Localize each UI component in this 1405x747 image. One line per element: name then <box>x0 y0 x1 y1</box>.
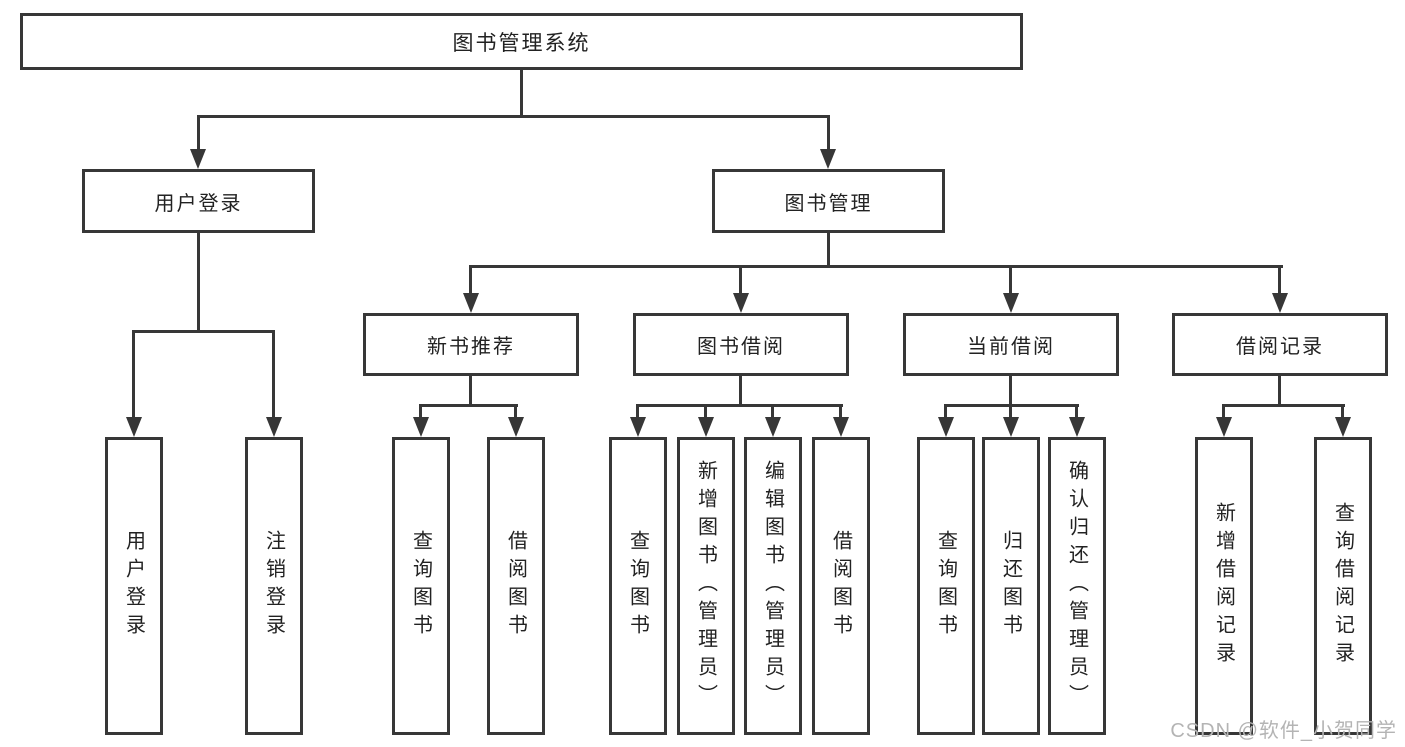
edge-line <box>197 115 830 118</box>
edge-line <box>704 404 707 420</box>
edge-line <box>1222 404 1225 420</box>
edge-line <box>1075 404 1078 420</box>
arrowhead-down-icon <box>1272 293 1288 313</box>
edge-line <box>827 115 830 151</box>
node-book-borrow: 图书借阅 <box>633 313 849 376</box>
edge-line <box>1009 404 1012 420</box>
edge-line <box>827 233 830 268</box>
edge-line <box>469 265 1283 268</box>
leaf-query-borrow-record: 查询借阅记录 <box>1314 437 1372 735</box>
edge-line <box>469 376 472 406</box>
node-current-borrow: 当前借阅 <box>903 313 1119 376</box>
leaf-borrow-books-recommend: 借阅图书 <box>487 437 545 735</box>
node-borrow-records: 借阅记录 <box>1172 313 1388 376</box>
arrowhead-down-icon <box>765 417 781 437</box>
edge-line <box>514 404 517 420</box>
node-label: 新增图书（管理员） <box>694 460 717 712</box>
arrowhead-down-icon <box>698 417 714 437</box>
node-label: 归还图书 <box>999 530 1022 642</box>
arrowhead-down-icon <box>413 417 429 437</box>
leaf-edit-books-admin: 编辑图书（管理员） <box>744 437 802 735</box>
node-new-book-recommend: 新书推荐 <box>363 313 579 376</box>
node-label: 借阅图书 <box>829 530 852 642</box>
edge-line <box>132 330 275 333</box>
edge-line <box>419 404 422 420</box>
edge-line <box>1341 404 1344 420</box>
leaf-user-login: 用户登录 <box>105 437 163 735</box>
edge-line <box>197 233 200 333</box>
leaf-add-borrow-record: 新增借阅记录 <box>1195 437 1253 735</box>
edge-line <box>1278 265 1281 296</box>
edge-line <box>944 404 947 420</box>
leaf-query-books-recommend: 查询图书 <box>392 437 450 735</box>
node-label: 图书管理 <box>784 192 873 215</box>
edge-line <box>272 330 275 420</box>
leaf-add-books-admin: 新增图书（管理员） <box>677 437 735 735</box>
node-label: 借阅记录 <box>1236 336 1324 358</box>
arrowhead-down-icon <box>630 417 646 437</box>
edge-line <box>739 376 742 406</box>
edge-line <box>839 404 842 420</box>
edge-line <box>771 404 774 420</box>
node-label: 图书管理系统 <box>452 31 591 55</box>
arrowhead-down-icon <box>1003 293 1019 313</box>
csdn-watermark: CSDN @软件_小贺同学 <box>1170 720 1397 742</box>
arrowhead-down-icon <box>833 417 849 437</box>
edge-line <box>636 404 843 407</box>
edge-line <box>132 330 135 420</box>
node-user-login: 用户登录 <box>82 169 315 233</box>
leaf-borrow-books: 借阅图书 <box>812 437 870 735</box>
leaf-query-books-current: 查询图书 <box>917 437 975 735</box>
node-book-management: 图书管理 <box>712 169 945 233</box>
edge-line <box>1009 376 1012 406</box>
node-label: 确认归还（管理员） <box>1065 460 1088 712</box>
edge-line <box>520 69 523 118</box>
node-label: 查询图书 <box>409 530 432 642</box>
leaf-logout: 注销登录 <box>245 437 303 735</box>
edge-line <box>419 404 518 407</box>
node-label: 图书借阅 <box>697 336 785 358</box>
node-label: 查询借阅记录 <box>1331 502 1354 670</box>
leaf-query-books-borrow: 查询图书 <box>609 437 667 735</box>
node-label: 注销登录 <box>262 530 285 642</box>
edge-line <box>739 265 742 296</box>
leaf-confirm-return-admin: 确认归还（管理员） <box>1048 437 1106 735</box>
node-label: 查询图书 <box>934 530 957 642</box>
node-label: 当前借阅 <box>967 336 1055 358</box>
node-label: 编辑图书（管理员） <box>761 460 784 712</box>
node-label: 新书推荐 <box>427 336 515 358</box>
arrowhead-down-icon <box>126 417 142 437</box>
arrowhead-down-icon <box>820 149 836 169</box>
node-label: 用户登录 <box>154 192 243 215</box>
arrowhead-down-icon <box>266 417 282 437</box>
node-label: 查询图书 <box>626 530 649 642</box>
arrowhead-down-icon <box>190 149 206 169</box>
leaf-return-books: 归还图书 <box>982 437 1040 735</box>
node-label: 用户登录 <box>122 530 145 642</box>
edge-line <box>197 115 200 151</box>
arrowhead-down-icon <box>1003 417 1019 437</box>
arrowhead-down-icon <box>508 417 524 437</box>
arrowhead-down-icon <box>1335 417 1351 437</box>
edge-line <box>469 265 472 296</box>
arrowhead-down-icon <box>733 293 749 313</box>
arrowhead-down-icon <box>1069 417 1085 437</box>
arrowhead-down-icon <box>1216 417 1232 437</box>
edge-line <box>1009 265 1012 296</box>
edge-line <box>1278 376 1281 406</box>
edge-line <box>1222 404 1345 407</box>
node-system-root: 图书管理系统 <box>20 13 1023 70</box>
edge-line <box>636 404 639 420</box>
arrowhead-down-icon <box>938 417 954 437</box>
arrowhead-down-icon <box>463 293 479 313</box>
node-label: 新增借阅记录 <box>1212 502 1235 670</box>
node-label: 借阅图书 <box>504 530 527 642</box>
